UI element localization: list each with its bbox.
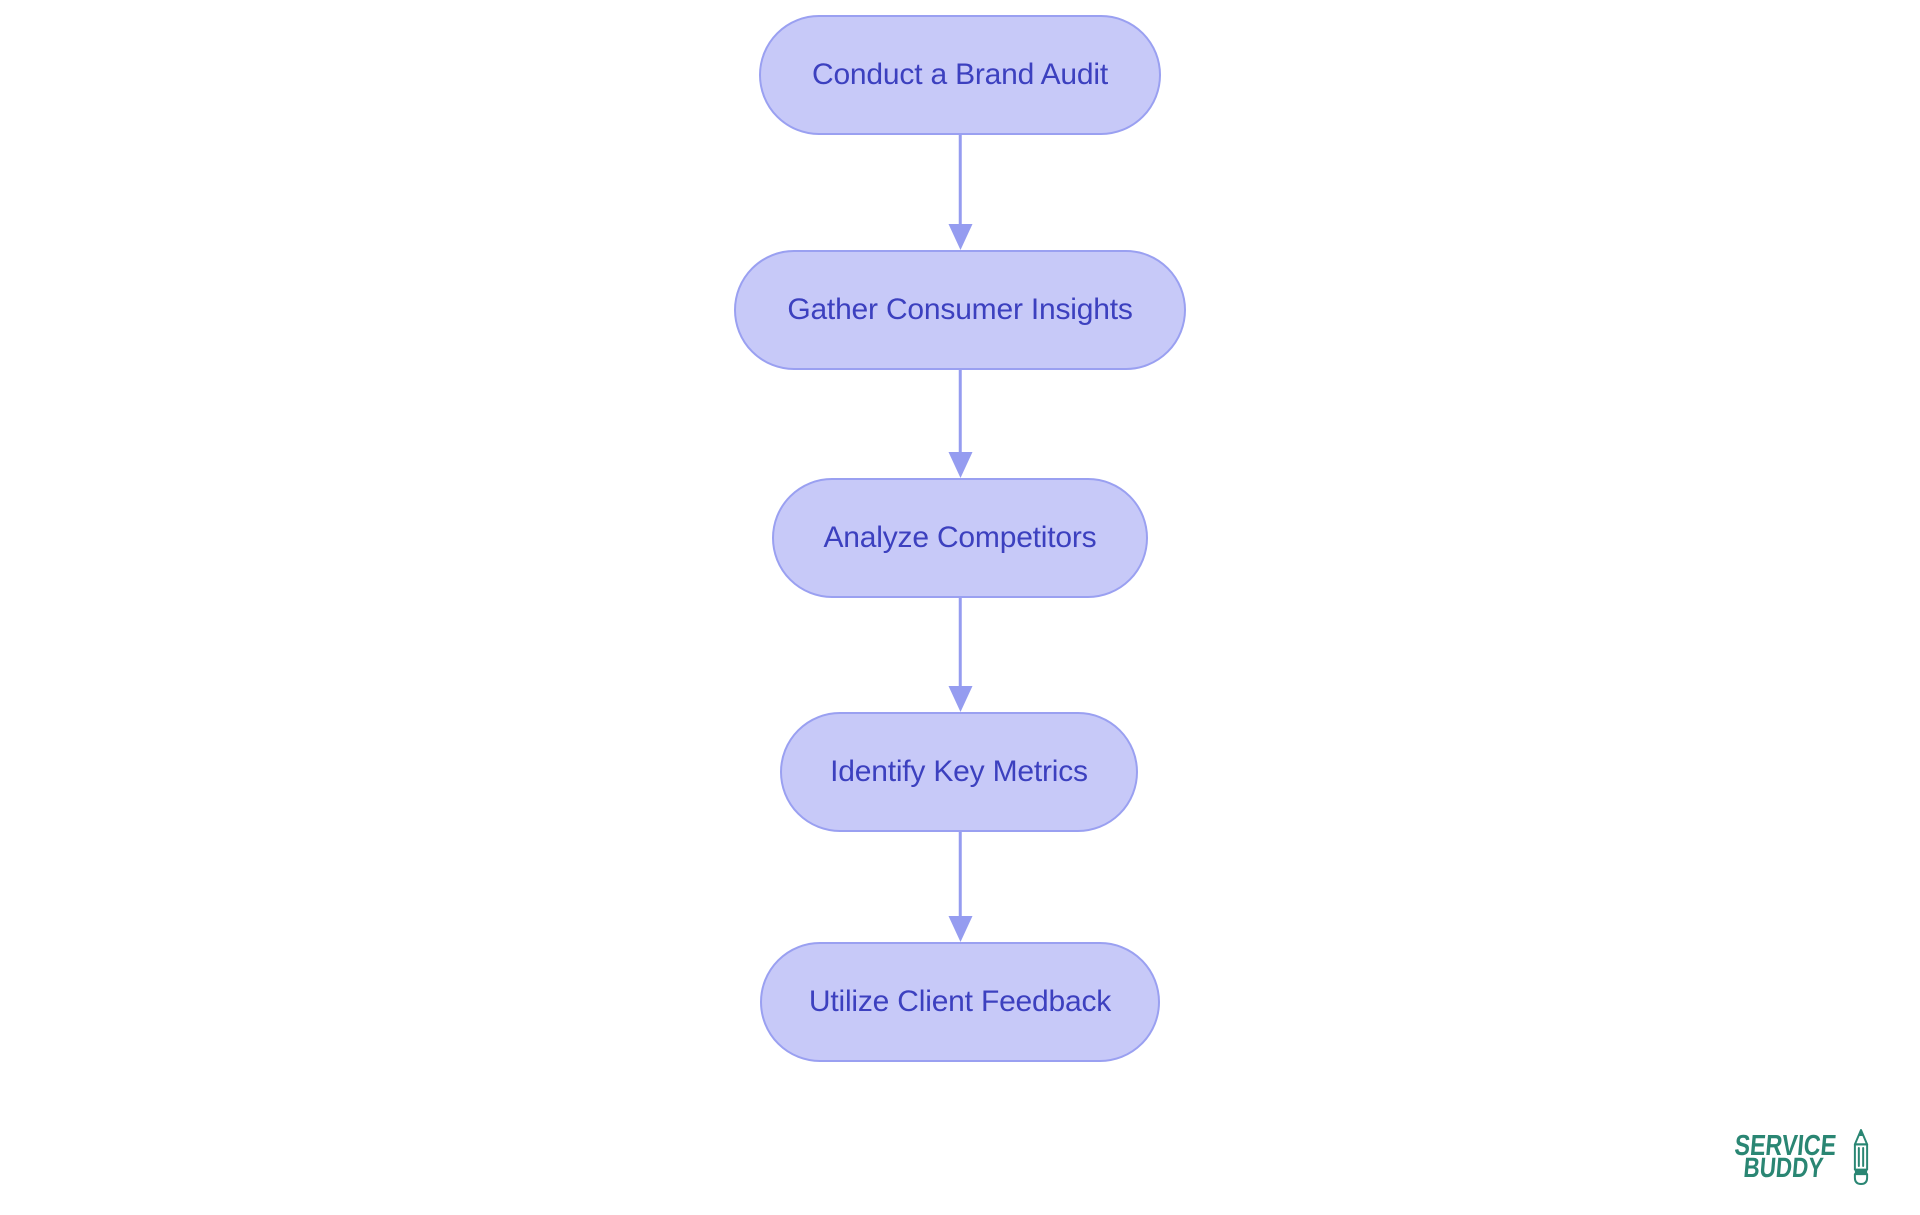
arrow-line <box>958 598 962 687</box>
flow-node: Conduct a Brand Audit <box>759 15 1161 135</box>
service-buddy-logo: SERVICE BUDDY <box>1721 1129 1870 1185</box>
arrow-line <box>958 135 962 225</box>
flow-node: Analyze Competitors <box>772 478 1148 598</box>
arrow-line <box>958 370 962 453</box>
flow-node: Identify Key Metrics <box>780 712 1138 832</box>
flow-arrow <box>948 370 973 478</box>
arrow-line <box>958 832 962 917</box>
flow-arrow <box>948 135 973 250</box>
flow-node: Gather Consumer Insights <box>734 250 1186 370</box>
pencil-icon <box>1852 1129 1870 1185</box>
arrowhead-icon <box>948 916 972 942</box>
logo-wordmark: SERVICE BUDDY <box>1732 1130 1837 1183</box>
flow-node-label: Utilize Client Feedback <box>808 985 1112 1018</box>
arrowhead-icon <box>948 224 972 250</box>
arrowhead-icon <box>948 452 972 478</box>
arrowhead-icon <box>948 686 972 712</box>
flow-node-label: Gather Consumer Insights <box>787 293 1133 326</box>
flow-node: Utilize Client Feedback <box>760 942 1160 1062</box>
flow-node-label: Analyze Competitors <box>823 521 1097 554</box>
logo-line2: BUDDY <box>1742 1152 1825 1183</box>
flow-arrow <box>948 598 973 712</box>
flow-node-label: Identify Key Metrics <box>830 755 1088 788</box>
flow-arrow <box>948 832 973 942</box>
flow-node-label: Conduct a Brand Audit <box>811 58 1108 91</box>
